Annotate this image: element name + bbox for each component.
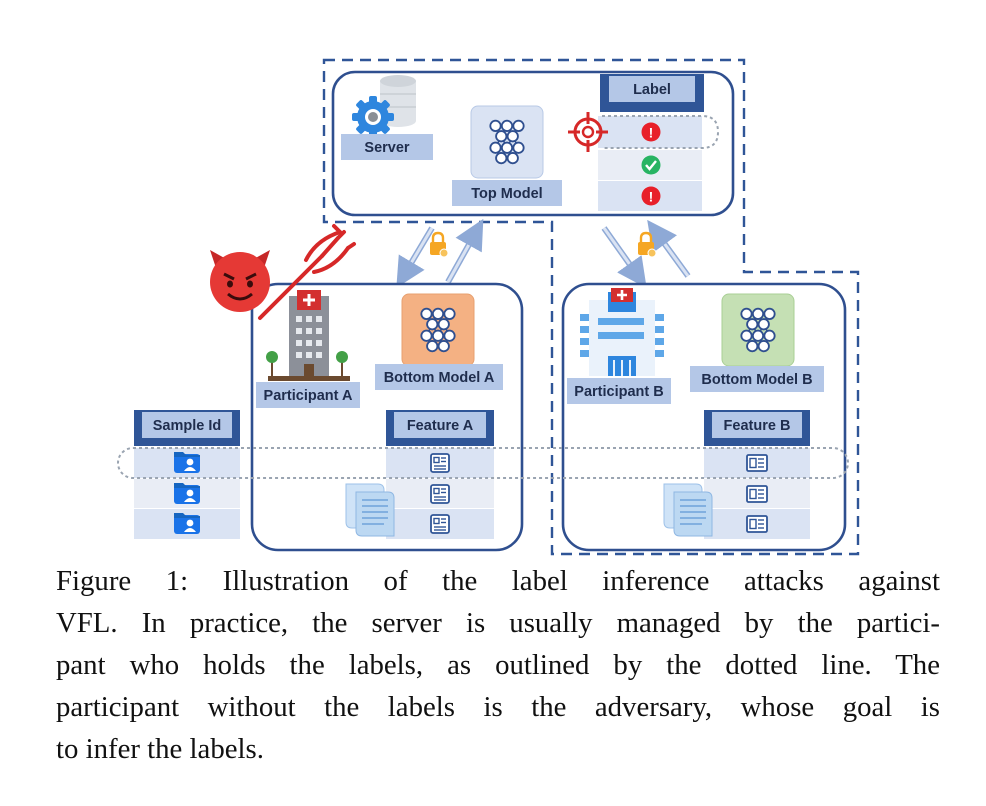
document-icon: [430, 453, 450, 473]
bottom-model-a-label: Bottom Model A: [384, 370, 495, 386]
bottom-model-b-label: Bottom Model B: [701, 372, 812, 388]
label-header: Label: [633, 82, 671, 98]
trident-icon: [258, 224, 356, 320]
svg-text:!: !: [649, 189, 654, 205]
lock-icon: [428, 231, 450, 259]
hospital-icon: [580, 288, 664, 376]
caption-line: participant without the labels is the ad…: [56, 691, 940, 723]
attacked-label-dotted-outline: [602, 115, 720, 149]
sample-alignment-dotted-outline: [117, 447, 849, 479]
neural-network-icon: [489, 119, 525, 165]
hospital-icon: [266, 290, 350, 381]
caption-line: to infer the labels.: [56, 733, 264, 765]
arrow-a-to-server: [445, 218, 484, 284]
neural-network-icon: [740, 307, 776, 353]
neural-network-icon: [420, 307, 456, 353]
label-holder-dashed-outline: [322, 58, 860, 556]
lock-icon: [636, 231, 658, 259]
server-label: Server: [364, 140, 410, 156]
devil-icon: [210, 250, 270, 312]
document-icon: [430, 514, 450, 534]
check-icon: [641, 155, 661, 175]
participant-b-label: Participant B: [574, 384, 663, 400]
document-stack-icon: [345, 483, 395, 537]
participant-a-label: Participant A: [264, 388, 353, 404]
user-folder-icon: [174, 483, 200, 504]
arrow-b-to-server: [647, 219, 691, 278]
caption-line: Figure 1: Illustration of the label infe…: [56, 565, 940, 597]
top-model-label: Top Model: [471, 186, 542, 202]
warning-icon: !: [641, 122, 661, 142]
figure-caption: Figure 1: Illustration of the label infe…: [56, 560, 940, 770]
gear-icon: [352, 96, 394, 138]
document-icon: [430, 484, 450, 504]
sample-id-header: Sample Id: [153, 418, 222, 434]
user-folder-icon: [174, 513, 200, 534]
feature-a-header: Feature A: [407, 418, 474, 434]
caption-line: pant who holds the labels, as outlined b…: [56, 649, 940, 681]
target-icon: [568, 112, 608, 152]
feature-card-icon: [746, 485, 768, 503]
feature-b-header: Feature B: [724, 418, 791, 434]
document-stack-icon: [663, 483, 713, 537]
warning-icon: !: [641, 186, 661, 206]
arrow-server-to-a: [396, 226, 435, 288]
feature-card-icon: [746, 454, 768, 472]
svg-text:!: !: [649, 125, 654, 141]
feature-card-icon: [746, 515, 768, 533]
user-folder-icon: [174, 452, 200, 473]
arrow-server-to-b: [601, 226, 647, 289]
caption-line: VFL. In practice, the server is usually …: [56, 607, 940, 639]
